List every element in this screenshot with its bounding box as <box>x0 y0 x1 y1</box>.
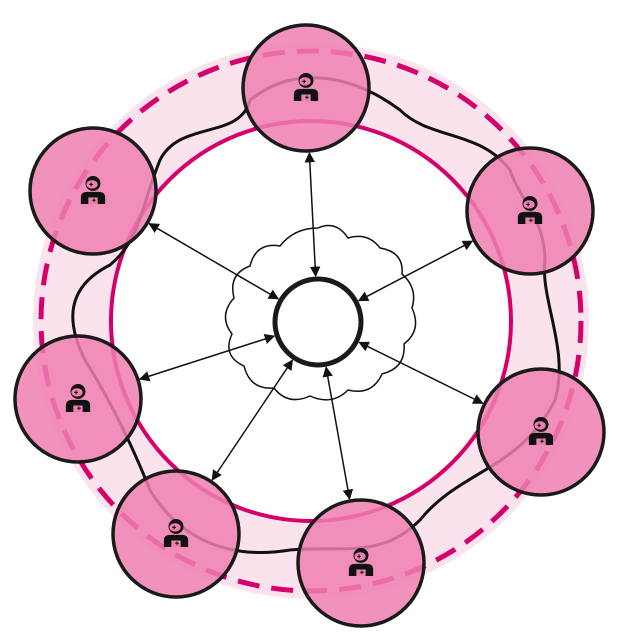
connection-arrow <box>211 359 294 481</box>
user-node[interactable] <box>28 126 158 256</box>
connection-arrow <box>357 240 474 302</box>
node-circle <box>111 469 241 599</box>
node-circle <box>296 498 426 628</box>
node-circle <box>476 367 606 497</box>
user-node[interactable] <box>241 23 371 153</box>
connection-arrow <box>148 223 280 300</box>
node-circle <box>28 126 158 256</box>
user-node[interactable] <box>476 367 606 497</box>
node-circle <box>13 334 143 464</box>
hub-node <box>272 276 364 368</box>
user-node[interactable] <box>111 469 241 599</box>
connection-arrow <box>138 333 276 382</box>
node-circle <box>241 23 371 153</box>
user-node[interactable] <box>465 146 595 276</box>
user-node[interactable] <box>296 498 426 628</box>
user-node[interactable] <box>13 334 143 464</box>
connection-arrow <box>322 366 354 501</box>
connection-arrow <box>304 151 321 278</box>
connection-arrow <box>358 341 484 404</box>
node-circle <box>465 146 595 276</box>
